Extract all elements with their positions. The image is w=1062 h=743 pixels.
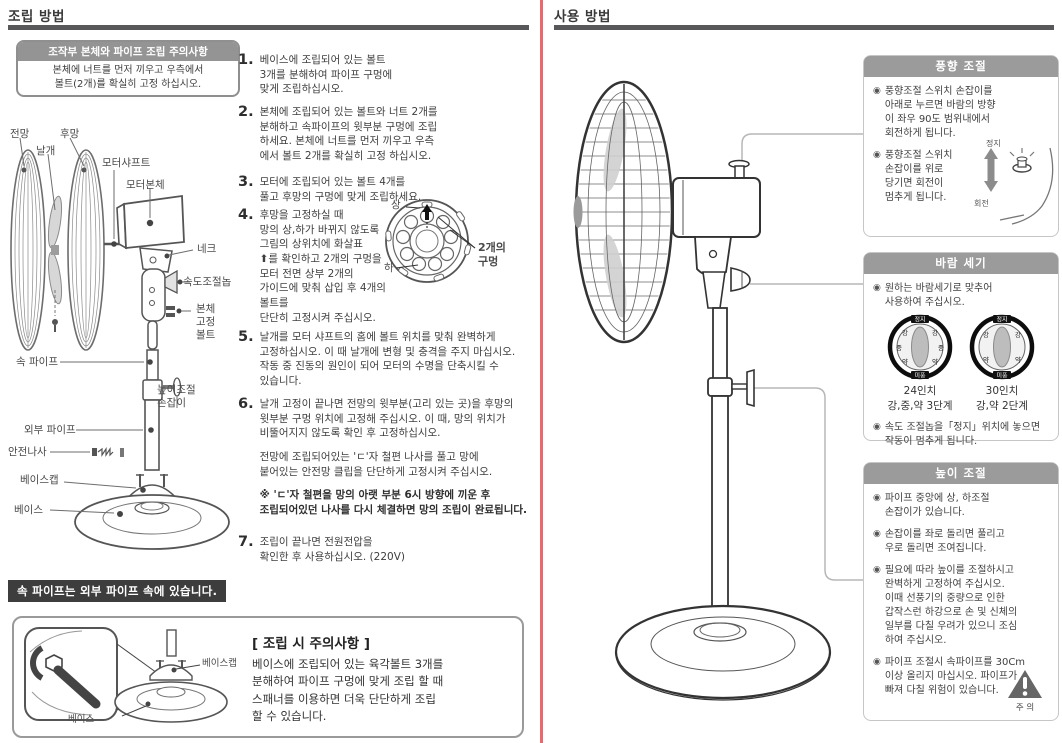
exploded-fan-diagram bbox=[10, 137, 230, 550]
step-7: 7. 조립이 끝나면 전원전압을 확인한 후 사용하십시오. (220V) bbox=[238, 534, 405, 563]
label-safety-screw: 안전나사 bbox=[8, 446, 47, 458]
knob-30inch-dial: 정지 미풍 강 약 강 약 bbox=[969, 314, 1035, 380]
label-body-bolt: 본체 고정 볼트 bbox=[196, 303, 216, 342]
svg-text:중: 중 bbox=[896, 344, 902, 352]
step-6: 6. 날개 고정이 끝나면 전망의 윗부분(고리 있는 곳)을 후망의 윗부분 … bbox=[238, 396, 528, 517]
step-3: 3. 모터에 조립되어 있는 볼트 4개를 풀고 후망의 구멍에 맞게 조립하세… bbox=[238, 174, 422, 203]
step-5: 5. 날개를 모터 샤프트의 홈에 볼트 위치를 맞춰 완벽하게 고정하십시오.… bbox=[238, 329, 516, 388]
svg-text:정지: 정지 bbox=[986, 138, 1001, 148]
label-hub-top: 상 bbox=[391, 199, 401, 211]
svg-text:중: 중 bbox=[938, 344, 944, 352]
label-outer-pipe: 외부 파이프 bbox=[24, 424, 76, 436]
svg-text:정지: 정지 bbox=[914, 316, 925, 324]
label-motor-shaft: 모터샤프트 bbox=[102, 157, 151, 169]
step-4: 4. 후망을 고정하실 때 망의 상,하가 바뀌지 않도록 그림의 상위치에 화… bbox=[238, 207, 386, 324]
notice-box: 조작부 본체와 파이프 조립 주의사항 본체에 너트를 먼저 끼우고 우측에서 … bbox=[16, 40, 240, 97]
knob-24inch-size: 24인치 bbox=[903, 385, 937, 397]
wind-direction-bullet-2: ◉ 풍향조절 스위치 손잡이를 위로 당기면 회전이 멈추게 됩니다. bbox=[873, 150, 953, 203]
svg-text:미풍: 미풍 bbox=[996, 372, 1008, 380]
wind-speed-bullet-1: ◉ 원하는 바람세기로 맞추어 사용하여 주십시오. bbox=[873, 283, 993, 308]
height-bullet-4: ◉ 파이프 조절시 속파이프를 30Cm 이상 올리지 마십시오. 파이프가 빠… bbox=[873, 657, 1026, 696]
step-2: 2. 본체에 조립되어 있는 볼트와 너트 2개를 분해하고 속파이프의 윗부분… bbox=[238, 104, 438, 163]
label-hub-bottom: 하 bbox=[384, 262, 394, 274]
label-caution-base: 베이스 bbox=[68, 714, 95, 725]
caution-body: 베이스에 조립되어 있는 육각볼트 3개를 분해하여 파이프 구멍에 맞게 조립… bbox=[252, 657, 444, 723]
notice-title: 조작부 본체와 파이프 조립 주의사항 bbox=[18, 42, 238, 61]
label-base: 베이스 bbox=[14, 504, 43, 516]
label-base-cap: 베이스캡 bbox=[20, 474, 59, 486]
svg-text:강: 강 bbox=[932, 328, 938, 337]
height-bullet-3: ◉ 필요에 따라 높이를 조절하시고 완벽하게 고정하여 주십시오. 이때 선풍… bbox=[873, 565, 1018, 646]
assembly-caution-box: 베이스캡 베이스 [ 조립 시 주의사항 ] 베이스에 조립되어 있는 육각볼트… bbox=[12, 616, 524, 738]
svg-text:강: 강 bbox=[983, 330, 989, 339]
svg-text:약: 약 bbox=[1015, 355, 1021, 364]
label-height-handle: 높이조절 손잡이 bbox=[157, 384, 196, 410]
right-title-underline bbox=[554, 25, 1054, 30]
left-section-title: 조립 방법 bbox=[8, 9, 65, 25]
svg-text:약: 약 bbox=[983, 355, 989, 364]
height-bullet-2: ◉ 손잡이를 좌로 돌리면 풀리고 우로 돌리면 조여집니다. bbox=[873, 529, 1005, 554]
label-motor-body: 모터본체 bbox=[126, 179, 165, 191]
base-assembly-illustration bbox=[24, 627, 228, 723]
knob-24inch-dial: 정지 미풍 강 중 약 강 중 약 bbox=[887, 314, 953, 380]
assembly-steps: 1. 베이스에 조립되어 있는 볼트 3개를 분해하여 파이프 구멍에 맞게 조… bbox=[238, 45, 534, 620]
label-inner-pipe: 속 파이프 bbox=[16, 356, 58, 368]
speed-knobs: 정지 미풍 강 중 약 강 중 약 24인치 강,중,약 3단계 bbox=[864, 314, 1058, 413]
svg-text:강: 강 bbox=[1015, 330, 1021, 339]
knob-30inch-steps: 강,약 2단계 bbox=[976, 399, 1028, 412]
caution-title: [ 조립 시 주의사항 ] bbox=[252, 636, 371, 652]
label-neck: 네크 bbox=[197, 243, 217, 255]
standing-fan-illustration bbox=[573, 80, 865, 701]
svg-text:약: 약 bbox=[932, 357, 938, 366]
height-bullet-1: ◉ 파이프 중앙에 상, 하조절 손잡이가 있습니다. bbox=[873, 493, 990, 518]
label-front-guard: 전망 bbox=[10, 128, 30, 140]
label-speed-knob: 속도조절놉 bbox=[183, 276, 232, 288]
left-title-underline bbox=[8, 25, 529, 30]
notice-body: 본체에 너트를 먼저 끼우고 우측에서 볼트(2개)를 확실히 고정 하십시오. bbox=[52, 65, 204, 90]
wind-speed-title: 바람 세기 bbox=[864, 253, 1058, 274]
wind-direction-title: 풍향 조절 bbox=[864, 56, 1058, 77]
right-section-title: 사용 방법 bbox=[554, 9, 611, 25]
label-caution-basecap: 베이스캡 bbox=[202, 658, 237, 669]
svg-text:약: 약 bbox=[902, 357, 908, 366]
svg-text:회전: 회전 bbox=[974, 198, 989, 208]
wind-speed-box: 바람 세기 ◉ 원하는 바람세기로 맞추어 사용하여 주십시오. 정지 미풍 강… bbox=[863, 252, 1059, 447]
inner-pipe-badge: 속 파이프는 외부 파이프 속에 있습니다. bbox=[8, 580, 227, 602]
label-two-holes: 2개의 구멍 bbox=[478, 241, 506, 268]
svg-text:정지: 정지 bbox=[996, 316, 1007, 324]
column-divider bbox=[540, 0, 543, 743]
label-rear-guard: 후망 bbox=[60, 128, 80, 140]
warning-icon: 주 의 bbox=[1008, 670, 1042, 712]
wind-speed-bullet-2: ◉ 속도 조절놉을「정지」위치에 놓으면 작동이 멈추게 됩니다. bbox=[873, 422, 1041, 448]
label-blade: 날개 bbox=[36, 145, 56, 157]
step-1: 1. 베이스에 조립되어 있는 볼트 3개를 분해하여 파이프 구멍에 맞게 조… bbox=[238, 52, 393, 96]
height-adjust-title: 높이 조절 bbox=[864, 463, 1058, 484]
knob-30inch: 정지 미풍 강 약 강 약 30인치 강,약 2단계 bbox=[969, 314, 1035, 413]
svg-text:주 의: 주 의 bbox=[1016, 702, 1034, 712]
oscillation-switch-illustration: 정지 회전 bbox=[974, 138, 1054, 225]
svg-text:강: 강 bbox=[902, 328, 908, 337]
knob-24inch-steps: 강,중,약 3단계 bbox=[887, 399, 953, 412]
svg-text:미풍: 미풍 bbox=[914, 372, 926, 380]
rear-guard-hub-diagram bbox=[385, 199, 476, 283]
knob-24inch: 정지 미풍 강 중 약 강 중 약 24인치 강,중,약 3단계 bbox=[887, 314, 953, 413]
wind-direction-bullet-1: ◉ 풍향조절 스위치 손잡이를 아래로 누르면 바람의 방향 이 좌우 90도 … bbox=[873, 86, 996, 139]
height-adjust-box: 높이 조절 ◉ 파이프 중앙에 상, 하조절 손잡이가 있습니다. ◉ 손잡이를… bbox=[863, 462, 1059, 721]
wind-direction-box: 풍향 조절 ◉ 풍향조절 스위치 손잡이를 아래로 누르면 바람의 방향 이 좌… bbox=[863, 55, 1059, 237]
knob-30inch-size: 30인치 bbox=[985, 385, 1019, 397]
